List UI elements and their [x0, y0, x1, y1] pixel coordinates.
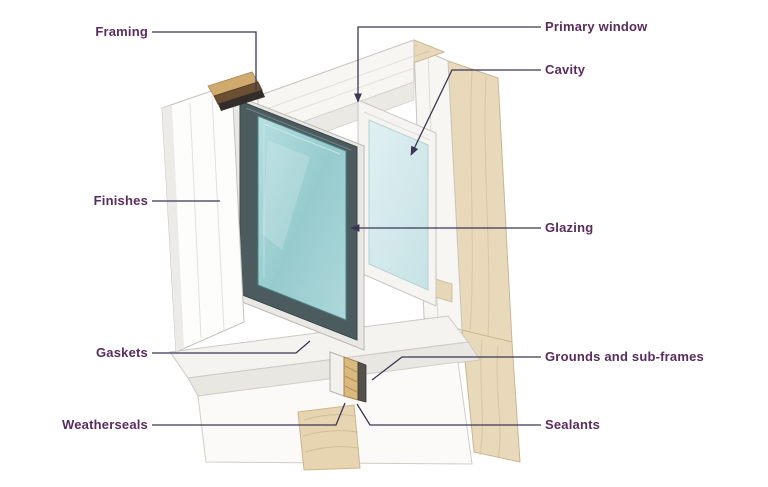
- secondary-glazing-unit: [231, 93, 365, 351]
- label-cavity: Cavity: [545, 62, 586, 77]
- label-primary-window: Primary window: [545, 19, 648, 34]
- leader-weatherseals: [152, 402, 346, 426]
- right-column: [413, 45, 521, 463]
- label-weatherseals: Weatherseals: [62, 417, 148, 432]
- sealant-strip: [357, 361, 367, 403]
- left-jamb: [161, 83, 245, 353]
- sill-wood-core: [297, 404, 361, 471]
- primary-window: [357, 99, 437, 307]
- leader-lines: [152, 26, 541, 426]
- label-framing: Framing: [95, 24, 148, 39]
- label-finishes: Finishes: [93, 193, 148, 208]
- label-grounds: Grounds and sub-frames: [545, 349, 704, 364]
- leader-primary-window: [354, 26, 541, 103]
- sill: [169, 315, 481, 471]
- leader-grounds: [371, 356, 541, 381]
- label-sealants: Sealants: [545, 417, 601, 432]
- primary-glass-pane: [368, 119, 429, 291]
- leader-cavity: [410, 69, 541, 156]
- leader-gaskets: [152, 340, 311, 354]
- glazing-pane: [257, 115, 347, 321]
- subframe-blocks: [329, 351, 367, 403]
- framing-timbers: [207, 71, 265, 111]
- leader-framing: [152, 31, 257, 90]
- label-gaskets: Gaskets: [96, 345, 148, 360]
- leader-sealants: [356, 403, 541, 426]
- label-glazing: Glazing: [545, 220, 594, 235]
